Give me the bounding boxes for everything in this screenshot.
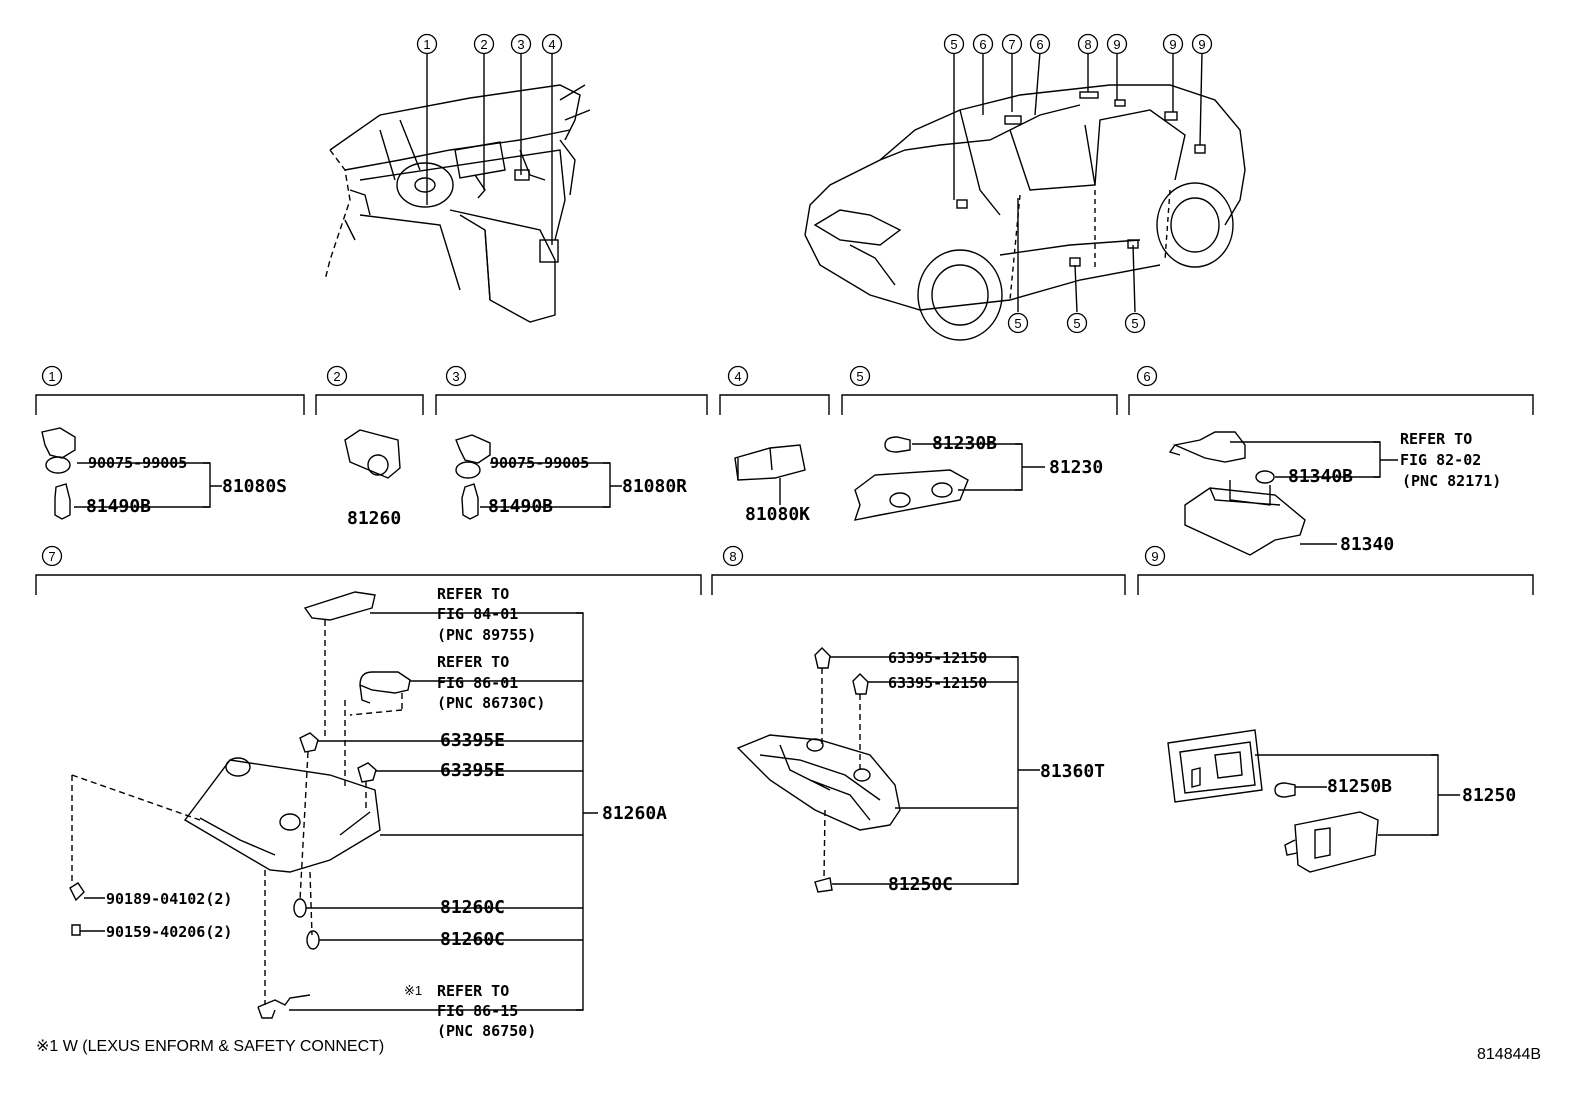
refer-fig-86-15: FIG 86-15 [437,1002,519,1020]
part-81080r: 81080R [622,476,688,497]
refer-fig-84-01: FIG 84-01 [437,605,519,623]
section-5-parts [853,436,1045,521]
callout-top-vehicle: 5 6 7 6 8 9 9 9 [943,33,1213,55]
svg-text:6: 6 [979,37,986,52]
vehicle-illustration [804,51,1246,341]
refer-pnc-86730c: (PNC 86730C) [437,694,546,712]
refer-to-s7c: REFER TO [437,982,510,1000]
svg-text:5: 5 [950,37,957,52]
refer-fig-82-02: FIG 82-02 [1400,451,1482,469]
section-7-parts [69,591,598,1019]
section-2-parts [344,429,401,479]
callout-bottom-vehicle: 5 5 5 [1007,312,1146,334]
part-81490b-s1: 81490B [86,496,152,517]
part-81250c: 81250C [888,874,954,895]
part-81340b: 81340B [1288,466,1354,487]
part-81230b: 81230B [932,433,998,454]
svg-text:8: 8 [729,549,736,564]
svg-text:2: 2 [480,37,487,52]
part-81080s: 81080S [222,476,288,497]
figure-code: 814844B [1477,1046,1542,1063]
part-90075-99005-s1: 90075-99005 [88,454,188,472]
section-6-parts [1168,431,1398,556]
svg-text:6: 6 [1036,37,1043,52]
svg-text:7: 7 [1008,37,1015,52]
svg-text:5: 5 [1014,316,1021,331]
svg-text:2: 2 [333,369,340,384]
part-81260c-1: 81260C [440,897,506,918]
svg-text:3: 3 [452,369,459,384]
part-81250b: 81250B [1327,776,1393,797]
callout-top-interior: 1 2 3 4 [416,33,563,55]
interior-dashboard-illustration [324,52,591,323]
svg-text:8: 8 [1084,37,1091,52]
svg-text:1: 1 [48,369,55,384]
part-81080k: 81080K [745,504,811,525]
part-81260: 81260 [347,508,402,529]
section-number-callouts: 1 2 3 4 5 6 7 8 9 [41,365,1166,567]
part-81360t: 81360T [1040,761,1106,782]
part-63395e-2: 63395E [440,760,506,781]
refer-to-s6: REFER TO [1400,430,1473,448]
section-8-parts [736,647,1040,893]
refer-to-s7a: REFER TO [437,585,510,603]
part-81260c-2: 81260C [440,929,506,950]
svg-text:9: 9 [1169,37,1176,52]
part-63395e-1: 63395E [440,730,506,751]
svg-text:3: 3 [517,37,524,52]
svg-text:4: 4 [548,37,555,52]
part-90159-40206: 90159-40206(2) [106,923,233,941]
part-81250: 81250 [1462,785,1517,806]
part-90075-99005-s3: 90075-99005 [490,454,590,472]
part-81260a: 81260A [602,803,668,824]
svg-text:5: 5 [1131,316,1138,331]
part-81230: 81230 [1049,457,1104,478]
refer-pnc-86750: (PNC 86750) [437,1022,537,1040]
section-9-parts [1167,729,1460,873]
svg-text:9: 9 [1198,37,1205,52]
refer-pnc-82171: (PNC 82171) [1402,472,1502,490]
part-90189-04102: 90189-04102(2) [106,890,233,908]
part-81340: 81340 [1340,534,1395,555]
part-63395-12150-1: 63395-12150 [888,649,988,667]
section-brackets [35,394,1534,595]
note-mark-1: ※1 [404,983,423,998]
svg-text:7: 7 [48,549,55,564]
svg-text:5: 5 [1073,316,1080,331]
section-4-parts [734,444,806,505]
svg-text:6: 6 [1143,369,1150,384]
section-1-parts [41,427,222,520]
part-81490b-s3: 81490B [488,496,554,517]
svg-text:5: 5 [856,369,863,384]
refer-fig-86-01: FIG 86-01 [437,674,519,692]
refer-pnc-89755: (PNC 89755) [437,626,537,644]
svg-text:9: 9 [1113,37,1120,52]
refer-to-s7b: REFER TO [437,653,510,671]
section-3-parts [455,434,622,520]
svg-text:9: 9 [1151,549,1158,564]
svg-text:4: 4 [734,369,741,384]
part-63395-12150-2: 63395-12150 [888,674,988,692]
svg-text:1: 1 [423,37,430,52]
footnote: ※1 W (LEXUS ENFORM & SAFETY CONNECT) [36,1038,385,1055]
